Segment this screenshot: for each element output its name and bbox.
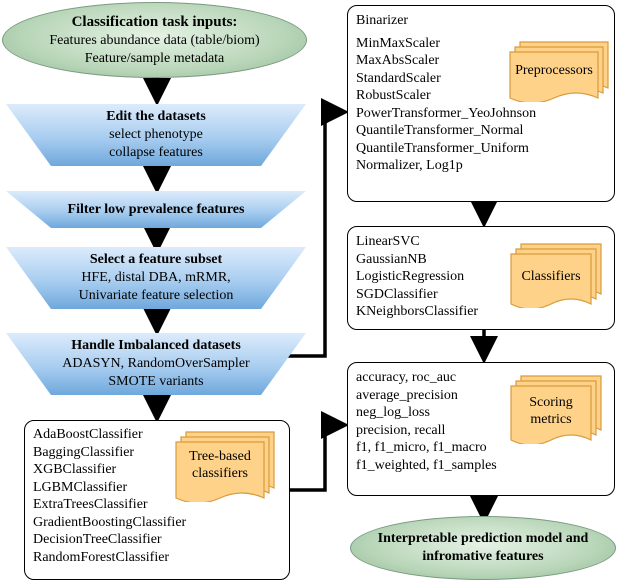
step-select-subset: Select a feature subset HFE, distal DBA,…: [6, 247, 306, 309]
step-imbalanced-line-1: ADASYN, RandomOverSampler: [62, 356, 250, 371]
step-select-title: Select a feature subset: [89, 252, 223, 267]
scoring-document-icon: Scoring metrics: [509, 374, 605, 446]
output-line-2: infromative features: [422, 549, 544, 564]
tree-item: LGBMClassifier: [33, 479, 128, 495]
classifier-item: KNeighborsClassifier: [356, 304, 479, 319]
inputs-line-2: Feature/sample metadata: [84, 50, 225, 66]
scoring-label-2: metrics: [530, 412, 572, 427]
step-edit-title: Edit the datasets: [106, 109, 206, 124]
scoring-item: average_precision: [356, 387, 458, 403]
tree-item: XGBClassifier: [33, 462, 117, 477]
inputs-title: Classification task inputs:: [71, 13, 238, 30]
preprocessor-item: QuantileTransformer_Normal: [356, 123, 524, 138]
preprocessor-item: RobustScaler: [356, 88, 431, 103]
tree-item: GradientBoostingClassifier: [33, 514, 187, 530]
output-line-1: Interpretable prediction model and: [377, 531, 589, 546]
arrow-tree-to-scoring: [290, 411, 349, 492]
inputs-line-1: Features abundance data (table/biom): [49, 32, 260, 48]
step-filter-prevalence: Filter low prevalence features: [6, 191, 306, 228]
preprocessors-document-icon: Preprocessors: [508, 40, 612, 104]
preprocessor-item: Binarizer: [356, 13, 409, 28]
preprocessor-item: MaxAbsScaler: [356, 53, 440, 68]
arrow-imbalanced-to-preprocessors: [280, 98, 349, 358]
step-edit-datasets: Edit the datasets select phenotype colla…: [6, 104, 306, 166]
step-edit-line-1: select phenotype: [109, 127, 203, 142]
step-filter-title: Filter low prevalence features: [67, 201, 245, 217]
classifier-item: GaussianNB: [356, 251, 427, 267]
classifiers-document-icon: Classifiers: [509, 242, 605, 310]
classifier-item: LinearSVC: [356, 234, 420, 249]
step-edit-line-2: collapse features: [109, 145, 203, 160]
inputs-ellipse: Classification task inputs: Features abu…: [2, 2, 307, 78]
scoring-item: precision, recall: [356, 422, 446, 438]
step-imbalanced-title: Handle Imbalanced datasets: [71, 338, 241, 353]
preprocessor-item: PowerTransformer_YeoJohnson: [356, 105, 537, 121]
preprocessor-item: QuantileTransformer_Uniform: [356, 140, 529, 156]
tree-based-label: Tree-based classifiers: [189, 449, 251, 481]
scoring-item: accuracy, roc_auc: [356, 370, 457, 385]
tree-item: BaggingClassifier: [33, 444, 135, 460]
classifiers-label: Classifiers: [521, 269, 581, 284]
step-select-line-1: HFE, distal DBA, mRMR,: [81, 270, 231, 285]
tree-item: ExtraTreesClassifier: [33, 497, 148, 512]
step-select-line-2: Univariate feature selection: [78, 288, 234, 303]
step-imbalanced-line-2: SMOTE variants: [108, 374, 204, 389]
scoring-item: f1_weighted, f1_samples: [356, 457, 497, 473]
scoring-item: f1, f1_micro, f1_macro: [356, 440, 487, 455]
step-handle-imbalanced: Handle Imbalanced datasets ADASYN, Rando…: [6, 333, 306, 395]
output-ellipse: Interpretable prediction model and infro…: [350, 516, 616, 580]
tree-item: AdaBoostClassifier: [33, 427, 143, 442]
preprocessor-item: MinMaxScaler: [356, 35, 440, 51]
scoring-label-1: Scoring: [529, 395, 573, 410]
preprocessor-item: StandardScaler: [356, 70, 441, 86]
tree-item: DecisionTreeClassifier: [33, 532, 162, 547]
classifier-item: SGDClassifier: [356, 286, 438, 302]
preprocessor-item: Normalizer, Log1p: [356, 158, 463, 173]
tree-item: RandomForestClassifier: [33, 549, 170, 565]
tree-based-document-icon: Tree-based classifiers: [174, 430, 280, 504]
preprocessors-panel: Binarizer MinMaxScaler MaxAbsScaler Stan…: [347, 5, 615, 202]
scoring-item: neg_log_loss: [356, 405, 430, 420]
classifier-item: LogisticRegression: [356, 269, 465, 284]
preprocessors-label: Preprocessors: [515, 63, 593, 78]
